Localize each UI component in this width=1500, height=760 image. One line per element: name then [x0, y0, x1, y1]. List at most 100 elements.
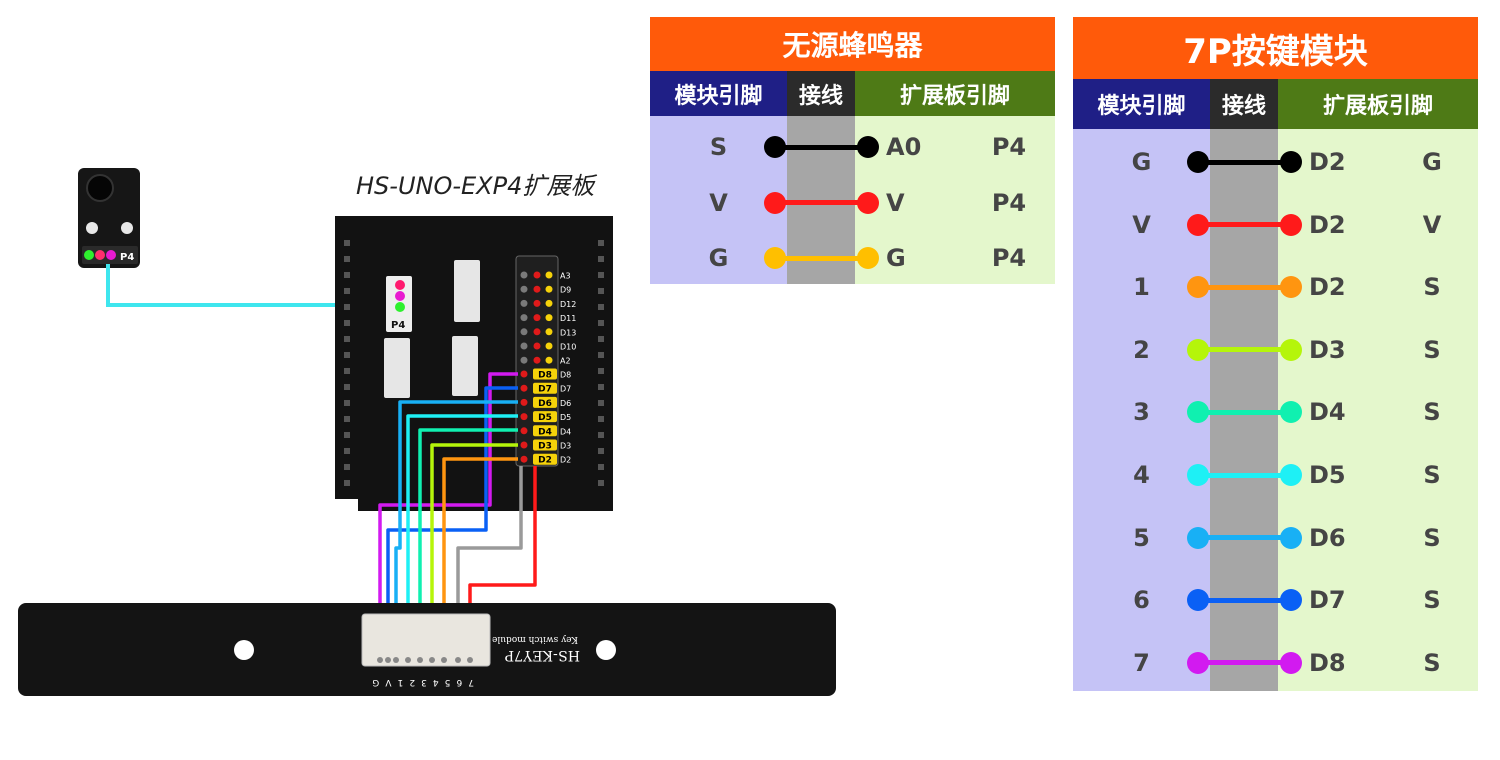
key-ext-pin: D3	[1309, 335, 1346, 364]
key-connector	[361, 613, 491, 667]
board-port-label: P4	[391, 320, 405, 331]
header-top-pin-label: A3	[560, 272, 571, 281]
key-ext-port: S	[1423, 523, 1441, 552]
key-wire-line	[1198, 159, 1293, 165]
edge-hole	[344, 384, 350, 390]
header-pin-s	[545, 299, 553, 307]
buzzer-ext-pin: A0	[886, 133, 922, 161]
key-ext-pin: D2	[1309, 148, 1346, 176]
key-wire-dot-left	[1187, 401, 1209, 424]
key-wire-dot-right	[1280, 464, 1302, 486]
buzzer-module-pin: S	[709, 133, 728, 161]
key-ext-port: S	[1423, 398, 1441, 427]
key-wire-dot-left	[1187, 338, 1209, 361]
key-module-pin: 2	[1133, 335, 1150, 364]
key-wire	[394, 400, 518, 640]
buzzer-port-label: P4	[120, 252, 134, 263]
header-pin-g	[520, 384, 528, 392]
key-wire-line	[1198, 409, 1293, 415]
edge-hole	[344, 320, 350, 326]
buzzer-wire-line	[775, 144, 870, 150]
edge-hole	[598, 256, 604, 262]
header-pin-s	[545, 314, 553, 322]
edge-hole	[598, 416, 604, 422]
header-pin-label-box	[533, 382, 557, 394]
key-wire-dot-left	[1187, 589, 1209, 612]
header-pin-g	[520, 370, 528, 378]
header-pin-label-box	[533, 411, 557, 423]
connector-p2	[452, 336, 478, 396]
edge-hole	[598, 400, 604, 406]
key-wire-dot-right	[1280, 213, 1302, 236]
key-ext-pin: D5	[1309, 461, 1346, 489]
key-module-pin: G	[1131, 148, 1152, 176]
edge-hole	[344, 256, 350, 262]
header-pin-label: D3	[538, 442, 552, 452]
key-wire-dot-right	[1280, 651, 1302, 674]
header-pin-label-box	[533, 396, 557, 408]
header-pin-label-box	[533, 425, 557, 437]
key-connector-pin	[385, 657, 391, 663]
key-ext-pin: D4	[1309, 398, 1346, 427]
header-pin-label-box	[533, 368, 557, 380]
key-wire-dot-right	[1280, 589, 1302, 612]
edge-hole	[344, 448, 350, 454]
edge-hole	[598, 480, 604, 486]
key-wire	[430, 443, 518, 640]
edge-hole	[344, 416, 350, 422]
key-wire-dot-left	[1187, 526, 1209, 549]
header-pin-g	[520, 271, 528, 279]
key-wire-line	[1198, 347, 1293, 353]
key-wire-line	[1198, 222, 1293, 228]
header-pin-side-label: D3	[560, 442, 571, 451]
key-ext-port: S	[1423, 586, 1441, 615]
header-pin-s	[545, 342, 553, 350]
buzzer-header-wire: 接线	[787, 71, 855, 116]
edge-hole	[344, 288, 350, 294]
header-pin-label-box	[533, 439, 557, 451]
edge-hole	[344, 352, 350, 358]
buzzer-module: P4	[78, 168, 140, 268]
edge-hole	[598, 304, 604, 310]
key-ext-pin: D6	[1309, 523, 1346, 552]
header-pin-g	[520, 413, 528, 421]
key-connector-pin	[393, 657, 399, 663]
buzzer-wire-dot-left	[764, 247, 786, 269]
header-pin-g	[520, 441, 528, 449]
key-wire-dot-left	[1187, 651, 1209, 674]
header-pin-v	[533, 299, 541, 307]
edge-hole	[344, 240, 350, 246]
key-module-name: HS-KEY7P	[505, 647, 580, 663]
header-pin-g	[520, 427, 528, 435]
key-module-pin: 6	[1133, 586, 1150, 615]
key-module-wires	[378, 372, 537, 640]
key-wire	[418, 428, 518, 640]
key-wire-dot-right	[1280, 338, 1302, 361]
header-pin-v	[533, 356, 541, 364]
key-wire-dot-left	[1187, 464, 1209, 486]
key-wire-dot-left	[1187, 151, 1209, 173]
key-wire-line	[1198, 597, 1293, 603]
header-top-pin-label: D12	[560, 300, 576, 309]
edge-hole	[598, 368, 604, 374]
key-header-module: 模块引脚	[1073, 79, 1210, 129]
key-wire-dot-right	[1280, 151, 1302, 173]
buzzer-ext-port: P4	[991, 188, 1027, 217]
header-pin-label: D7	[538, 385, 552, 395]
header-pin-s	[545, 328, 553, 336]
edge-hole	[344, 464, 350, 470]
header-pin-v	[533, 314, 541, 322]
edge-hole	[344, 304, 350, 310]
header-pin-g	[520, 299, 528, 307]
key-ext-port: S	[1423, 335, 1441, 364]
buzzer-wire-line	[775, 255, 870, 261]
header-top-pin-label: D10	[560, 343, 576, 352]
header-pin-label: D6	[538, 399, 552, 409]
header-pin-label: D5	[538, 413, 552, 423]
edge-hole	[598, 384, 604, 390]
edge-hole	[598, 336, 604, 342]
